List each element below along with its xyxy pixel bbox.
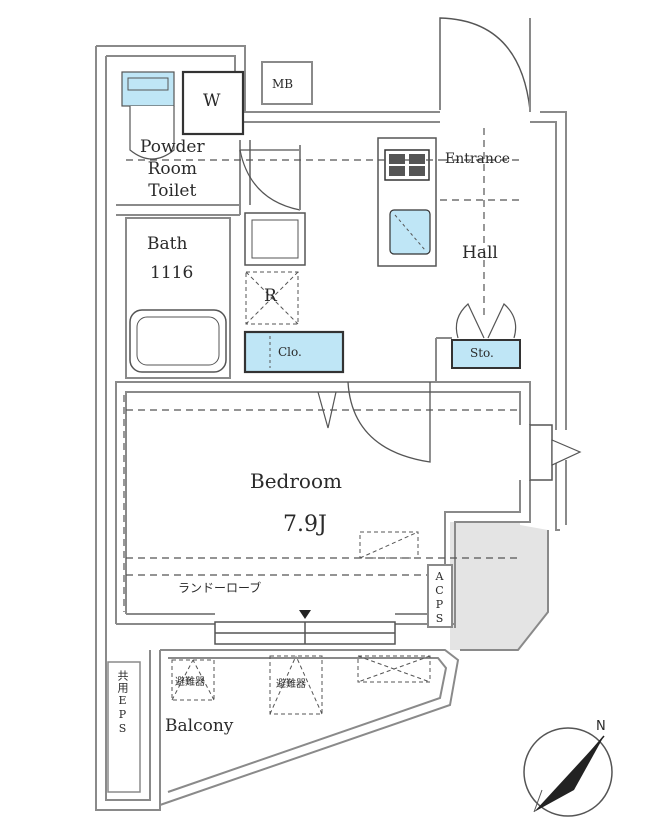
outdoor-unit-box (357, 655, 431, 683)
washer-box (181, 70, 245, 136)
toilet-tank-top (127, 77, 169, 91)
compass-icon (523, 727, 613, 817)
acps-label: ACPS (433, 570, 446, 626)
laundry-rope-label: ランドーローブ (178, 581, 262, 595)
meter-box (261, 61, 313, 105)
acps-box (427, 564, 453, 628)
storage-box (451, 339, 521, 369)
meter-box-label: MB (272, 77, 294, 91)
shared-eps-label: 共用EPS (116, 670, 129, 736)
toilet-tank (121, 71, 175, 107)
closet-label: Clo. (278, 345, 302, 359)
exterior-wing (450, 522, 548, 650)
evac-ladder-label-1: 避難器 (175, 677, 205, 688)
ac-box (359, 531, 419, 559)
bedroom-door-small (317, 391, 337, 429)
window-marker-icon (299, 610, 311, 619)
toilet-bowl-icon (129, 106, 175, 160)
shared-eps-box (107, 661, 141, 793)
bathtub-icon (129, 309, 227, 373)
hall-label: Hall (462, 243, 498, 263)
storage-door-right (487, 303, 517, 339)
refrigerator-space (245, 271, 299, 325)
entrance-door-swing (439, 17, 531, 111)
closet-box (243, 330, 345, 374)
bedroom-label: Bedroom (250, 469, 342, 493)
bath-label: Bath (147, 234, 188, 254)
side-window (529, 424, 553, 481)
toilet-door-swing (239, 149, 301, 211)
storage-door-left (455, 303, 485, 339)
bath-walls (125, 217, 231, 379)
washer-label: W (203, 91, 221, 111)
washbasin (244, 212, 306, 266)
balcony-outline (150, 649, 460, 811)
ceiling-lines (123, 128, 520, 612)
entrance-label: Entrance (445, 151, 511, 167)
bath-size-label: 1116 (150, 263, 194, 283)
bedroom-size-label: 7.9J (283, 512, 327, 537)
compass-north-label: N (596, 719, 606, 734)
balcony-window (214, 621, 396, 645)
storage-label: Sto. (470, 346, 494, 360)
powder-room-toilet-label: Powder Room Toilet (140, 137, 205, 201)
refrigerator-label: R (264, 286, 277, 306)
bedroom-door-swing (347, 381, 431, 463)
balcony-label: Balcony (165, 716, 234, 736)
evac-ladder-label-2: 避難器 (276, 679, 306, 690)
evac-ladder-box-2 (269, 655, 323, 715)
